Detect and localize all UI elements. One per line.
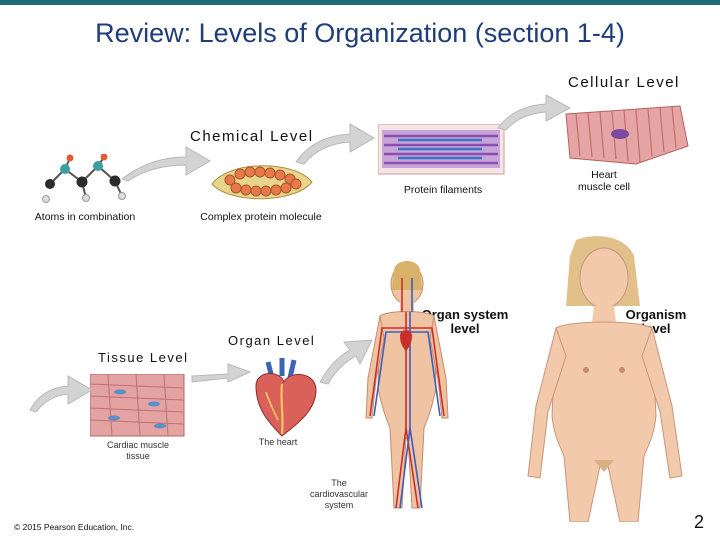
arrow-filaments-to-cell bbox=[496, 92, 572, 132]
cardiac-tissue-image bbox=[90, 374, 186, 438]
protein-filaments-caption: Protein filaments bbox=[388, 184, 498, 196]
arrow-into-tissue bbox=[28, 372, 94, 412]
heart-image bbox=[246, 356, 322, 438]
protein-filaments-image bbox=[378, 124, 506, 176]
tissue-level-label: Tissue Level bbox=[98, 350, 189, 365]
heart-muscle-cell-caption: Heart muscle cell bbox=[574, 169, 634, 193]
organism-figure-image bbox=[506, 236, 702, 522]
arrow-protein-to-filaments bbox=[294, 118, 376, 166]
arrow-atoms-to-protein bbox=[120, 143, 212, 183]
heart-caption: The heart bbox=[248, 437, 308, 448]
top-accent-bar bbox=[0, 0, 720, 5]
cellular-level-label: Cellular Level bbox=[568, 74, 680, 91]
arrow-tissue-to-heart bbox=[190, 360, 252, 386]
cardiac-tissue-caption: Cardiac muscle tissue bbox=[100, 440, 176, 462]
heart-muscle-cell-image bbox=[562, 104, 692, 166]
cardiovascular-system-image bbox=[362, 258, 452, 520]
cardiovascular-caption: The cardiovascular system bbox=[310, 478, 368, 511]
copyright-notice: © 2015 Pearson Education, Inc. bbox=[14, 522, 134, 532]
atoms-caption: Atoms in combination bbox=[20, 211, 150, 223]
atoms-molecule-image bbox=[40, 154, 132, 206]
complex-protein-caption: Complex protein molecule bbox=[186, 211, 336, 223]
organ-level-label: Organ Level bbox=[228, 333, 315, 348]
page-number: 2 bbox=[694, 512, 704, 533]
slide-title: Review: Levels of Organization (section … bbox=[0, 18, 720, 49]
